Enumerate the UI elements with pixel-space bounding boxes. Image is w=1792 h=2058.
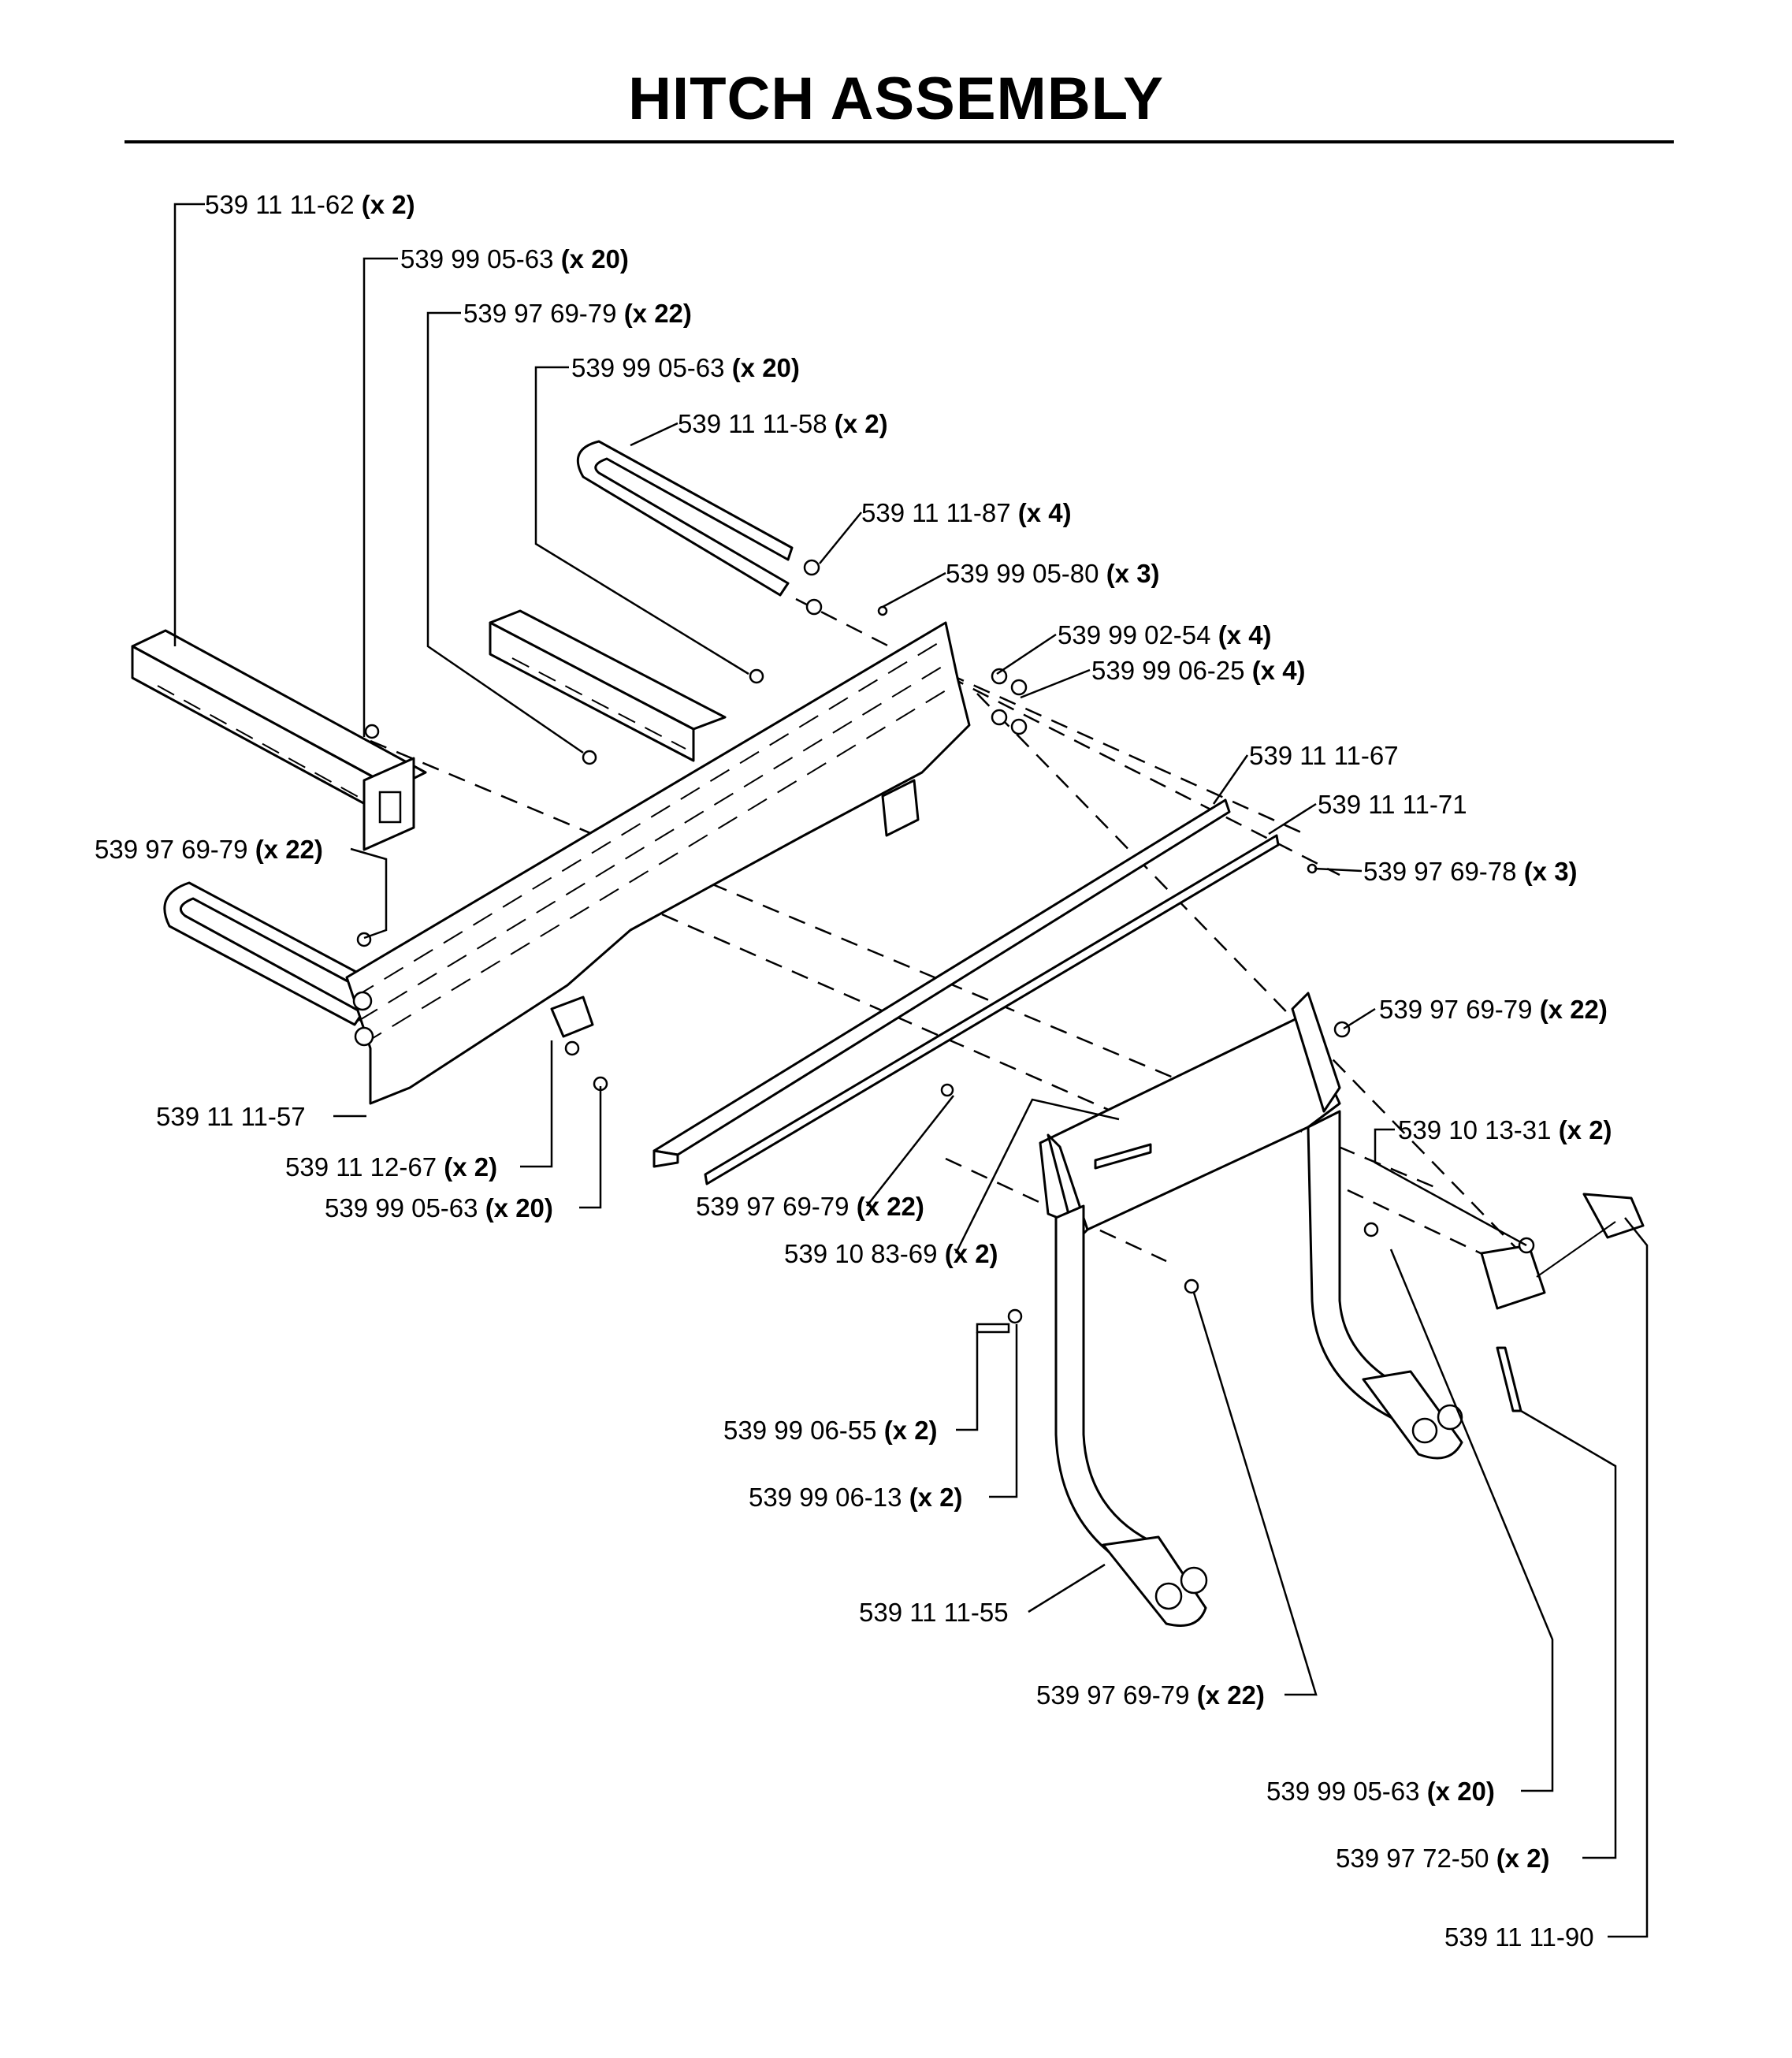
callout: 539 99 06-55 (x 2) (723, 1416, 938, 1445)
part-number: 539 11 11-62 (205, 190, 355, 219)
part-number: 539 97 69-79 (1379, 995, 1533, 1024)
quantity: (x 20) (485, 1193, 553, 1223)
callout: 539 11 11-90 (1444, 1922, 1594, 1952)
callout: 539 11 11-58 (x 2) (678, 409, 888, 438)
part-number: 539 97 69-79 (95, 835, 248, 864)
callout-labels: 539 11 11-62 (x 2) 539 99 05-63 (x 20) 5… (95, 190, 1612, 1952)
u-bar-top (576, 440, 794, 597)
part-number: 539 97 69-78 (1363, 857, 1517, 886)
callout: 539 99 06-13 (x 2) (749, 1483, 963, 1512)
callout: 539 11 11-71 (1318, 790, 1467, 819)
callout: 539 97 69-79 (x 22) (1036, 1680, 1265, 1710)
callout: 539 97 69-79 (x 22) (95, 835, 323, 864)
part-number: 539 11 11-71 (1318, 790, 1467, 819)
callout: 539 99 05-63 (x 20) (325, 1193, 553, 1223)
callout: 539 11 11-55 (859, 1598, 1009, 1627)
callout: 539 11 11-57 (156, 1102, 306, 1131)
callout: 539 99 05-63 (x 20) (1266, 1777, 1495, 1806)
quantity: (x 3) (1524, 857, 1578, 886)
callout: 539 97 69-79 (x 22) (696, 1192, 924, 1221)
quantity: (x 2) (909, 1483, 963, 1512)
part-number: 539 97 69-79 (1036, 1680, 1190, 1710)
main-frame (345, 621, 971, 1105)
callout: 539 10 83-69 (x 2) (784, 1239, 998, 1268)
quantity: (x 22) (1197, 1680, 1265, 1710)
title-rule (125, 140, 1674, 143)
part-number: 539 99 05-63 (571, 353, 725, 382)
hitch-bracket (1039, 992, 1341, 1243)
part-number: 539 97 72-50 (1336, 1844, 1489, 1873)
quantity: (x 2) (835, 409, 888, 438)
quantity: (x 22) (857, 1192, 924, 1221)
part-number: 539 97 69-79 (696, 1192, 850, 1221)
part-number: 539 11 11-67 (1249, 741, 1399, 770)
callout: 539 11 11-67 (1249, 741, 1399, 770)
part-number: 539 99 06-25 (1091, 656, 1245, 685)
callout: 539 97 69-78 (x 3) (1363, 857, 1578, 886)
callout: 539 99 05-80 (x 3) (946, 559, 1160, 588)
part-number: 539 99 05-63 (1266, 1777, 1420, 1806)
part-number: 539 99 02-54 (1058, 620, 1211, 649)
part-number: 539 11 12-67 (285, 1152, 437, 1182)
center-tube (489, 609, 727, 762)
callout: 539 97 69-79 (x 22) (463, 299, 692, 328)
left-tube-assembly (131, 629, 427, 851)
quantity: (x 22) (1540, 995, 1608, 1024)
callout: 539 97 72-50 (x 2) (1336, 1844, 1550, 1873)
quantity: (x 22) (255, 835, 323, 864)
pin-plate (1480, 1193, 1645, 1412)
part-number: 539 11 11-58 (678, 409, 827, 438)
leader-lines (173, 203, 1649, 1938)
quantity: (x 3) (1106, 559, 1160, 588)
part-number: 539 10 13-31 (1398, 1115, 1552, 1144)
quantity: (x 2) (945, 1239, 998, 1268)
callout: 539 97 69-79 (x 22) (1379, 995, 1608, 1024)
part-number: 539 11 11-55 (859, 1598, 1009, 1627)
quantity: (x 4) (1252, 656, 1306, 685)
callout: 539 11 11-62 (x 2) (205, 190, 415, 219)
quantity: (x 2) (1496, 1844, 1550, 1873)
part-number: 539 99 06-55 (723, 1416, 877, 1445)
quantity: (x 22) (624, 299, 692, 328)
angle-strip (652, 798, 1231, 1168)
quantity: (x 2) (1559, 1115, 1612, 1144)
quantity: (x 2) (884, 1416, 938, 1445)
quantity: (x 20) (561, 244, 629, 274)
part-number: 539 99 05-63 (325, 1193, 478, 1223)
part-number: 539 11 11-90 (1444, 1922, 1594, 1952)
right-leg (1307, 1110, 1463, 1460)
quantity: (x 20) (732, 353, 800, 382)
quantity: (x 2) (444, 1152, 497, 1182)
page-title: HITCH ASSEMBLY (628, 65, 1164, 132)
callout: 539 11 12-67 (x 2) (285, 1152, 497, 1182)
callout: 539 99 05-63 (x 20) (571, 353, 800, 382)
flat-strip (704, 834, 1280, 1185)
callout: 539 11 11-87 (x 4) (861, 498, 1072, 527)
part-number: 539 11 11-87 (861, 498, 1011, 527)
quantity: (x 20) (1427, 1777, 1495, 1806)
part-number: 539 99 05-63 (400, 244, 554, 274)
part-number: 539 99 05-80 (946, 559, 1099, 588)
quantity: (x 2) (362, 190, 415, 219)
quantity: (x 4) (1018, 498, 1072, 527)
callout: 539 99 02-54 (x 4) (1058, 620, 1272, 649)
callout: 539 99 05-63 (x 20) (400, 244, 629, 274)
hitch-line-art (131, 440, 1645, 1627)
quantity: (x 4) (1218, 620, 1272, 649)
part-number: 539 11 11-57 (156, 1102, 306, 1131)
hardware-markers (356, 559, 1535, 1334)
callout: 539 10 13-31 (x 2) (1398, 1115, 1612, 1144)
left-leg (1054, 1204, 1208, 1627)
callout: 539 99 06-25 (x 4) (1091, 656, 1306, 685)
u-bar-lower (163, 881, 368, 1026)
part-number: 539 99 06-13 (749, 1483, 902, 1512)
part-number: 539 97 69-79 (463, 299, 617, 328)
part-number: 539 10 83-69 (784, 1239, 938, 1268)
